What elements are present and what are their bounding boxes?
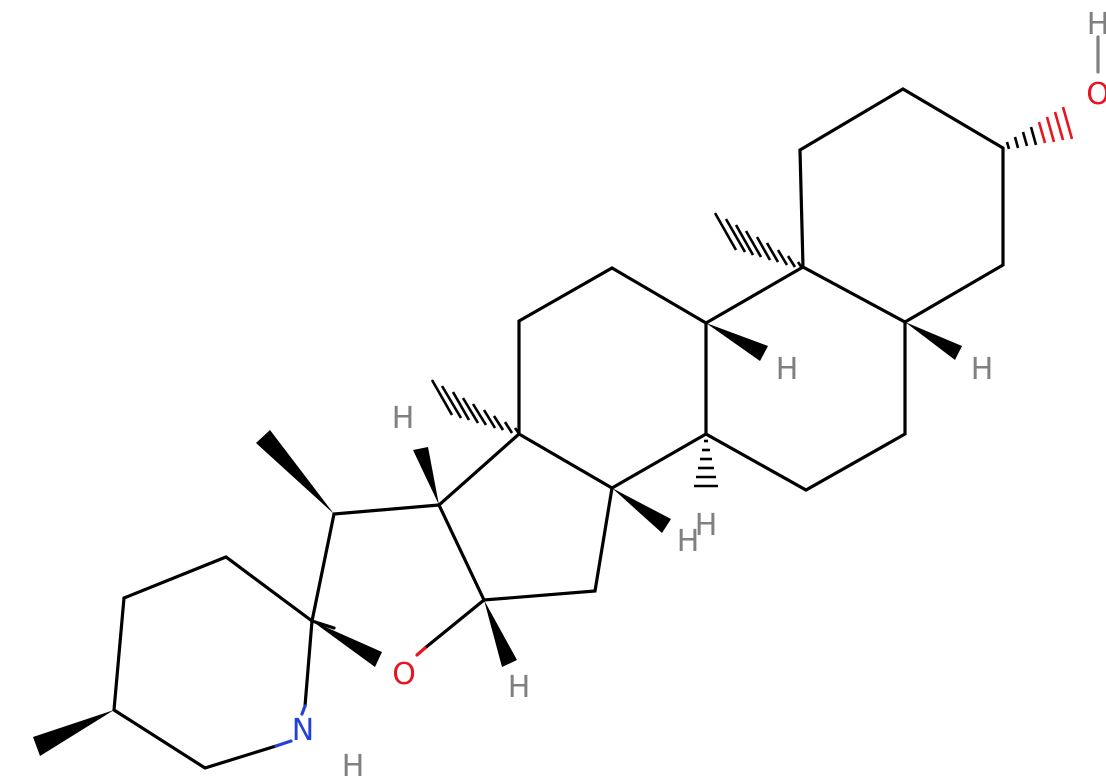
hydroxyl-oxygen-label: O xyxy=(1086,77,1106,112)
c16-hydrogen-label: H xyxy=(508,670,531,705)
amine-hydrogen-label: H xyxy=(342,749,365,778)
c14b-hydrogen-label: H xyxy=(677,524,700,559)
c5-hydrogen-label: H xyxy=(971,352,994,387)
atom-labels: H O O N H H H H H H H xyxy=(292,7,1106,778)
hetero-bonds xyxy=(274,35,1100,748)
c8-hydrogen-label: H xyxy=(776,352,799,387)
wedge-bonds xyxy=(33,322,962,756)
amine-nitrogen-label: N xyxy=(292,713,314,748)
c17-hydrogen-label: H xyxy=(392,401,415,436)
hydroxyl-hydrogen-label: H xyxy=(1087,7,1106,42)
hash-bonds xyxy=(430,106,1074,488)
c14-hydrogen-label: H xyxy=(695,508,718,543)
ether-oxygen-label: O xyxy=(392,657,416,692)
skeleton-bonds xyxy=(112,87,1005,770)
